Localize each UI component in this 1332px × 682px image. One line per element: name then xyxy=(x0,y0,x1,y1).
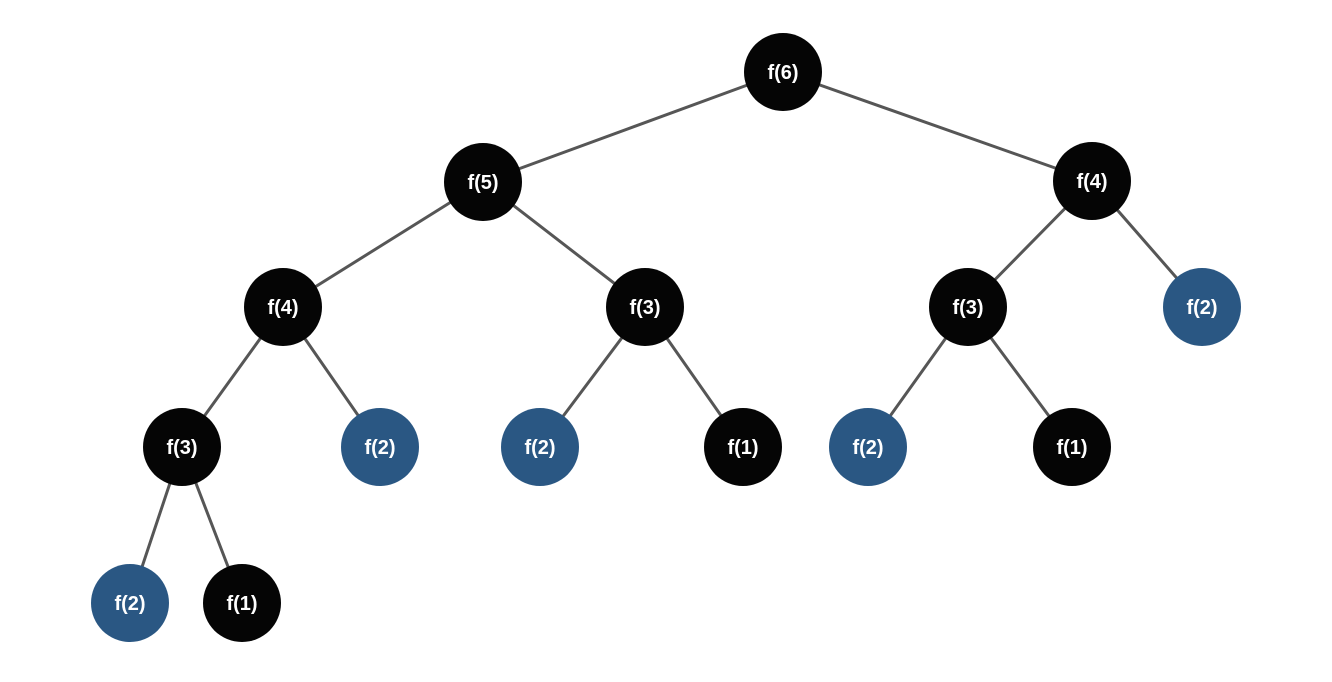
tree-node-n8: f(2) xyxy=(341,408,419,486)
tree-node-n5: f(3) xyxy=(929,268,1007,346)
tree-node-label: f(4) xyxy=(267,297,298,319)
tree-node-n7: f(3) xyxy=(143,408,221,486)
recursive-call-circle xyxy=(203,564,281,642)
recursive-call-circle xyxy=(606,268,684,346)
memoized-call-circle xyxy=(501,408,579,486)
memoized-call-circle xyxy=(341,408,419,486)
tree-node-label: f(3) xyxy=(629,297,660,319)
recursive-call-circle xyxy=(744,33,822,111)
tree-node-n9: f(2) xyxy=(501,408,579,486)
tree-node-label: f(1) xyxy=(1056,437,1087,459)
memoized-call-circle xyxy=(829,408,907,486)
recursive-call-circle xyxy=(704,408,782,486)
tree-node-n6: f(2) xyxy=(1163,268,1241,346)
tree-node-label: f(1) xyxy=(727,437,758,459)
tree-node-label: f(3) xyxy=(952,297,983,319)
tree-node-n3: f(4) xyxy=(244,268,322,346)
tree-node-label: f(2) xyxy=(114,593,145,615)
memoized-call-circle xyxy=(1163,268,1241,346)
tree-edge xyxy=(481,70,785,184)
tree-node-n4: f(3) xyxy=(606,268,684,346)
recursive-call-circle xyxy=(444,143,522,221)
recursive-call-circle xyxy=(143,408,221,486)
tree-node-label: f(2) xyxy=(852,437,883,459)
tree-node-label: f(6) xyxy=(767,62,798,84)
tree-node-label: f(5) xyxy=(467,172,498,194)
tree-node-label: f(4) xyxy=(1076,171,1107,193)
tree-edge xyxy=(281,180,485,309)
recursive-call-circle xyxy=(1053,142,1131,220)
recursive-call-circle xyxy=(929,268,1007,346)
tree-node-n1: f(5) xyxy=(444,143,522,221)
memoized-call-circle xyxy=(91,564,169,642)
tree-node-label: f(2) xyxy=(524,437,555,459)
tree-node-n12: f(1) xyxy=(1033,408,1111,486)
recursive-call-circle xyxy=(244,268,322,346)
tree-node-label: f(2) xyxy=(1186,297,1217,319)
tree-node-n13: f(2) xyxy=(91,564,169,642)
tree-node-n14: f(1) xyxy=(203,564,281,642)
recursive-call-circle xyxy=(1033,408,1111,486)
tree-node-label: f(1) xyxy=(226,593,257,615)
tree-nodes-layer: f(6) f(5) f(4) f(4) f(3) f(3) f(2) f(3) f(2) f(2)… xyxy=(91,33,1241,642)
tree-node-n10: f(1) xyxy=(704,408,782,486)
tree-node-label: f(3) xyxy=(166,437,197,459)
tree-node-label: f(2) xyxy=(364,437,395,459)
tree-node-n2: f(4) xyxy=(1053,142,1131,220)
tree-edge xyxy=(781,70,1094,183)
tree-node-n11: f(2) xyxy=(829,408,907,486)
tree-node-n0: f(6) xyxy=(744,33,822,111)
